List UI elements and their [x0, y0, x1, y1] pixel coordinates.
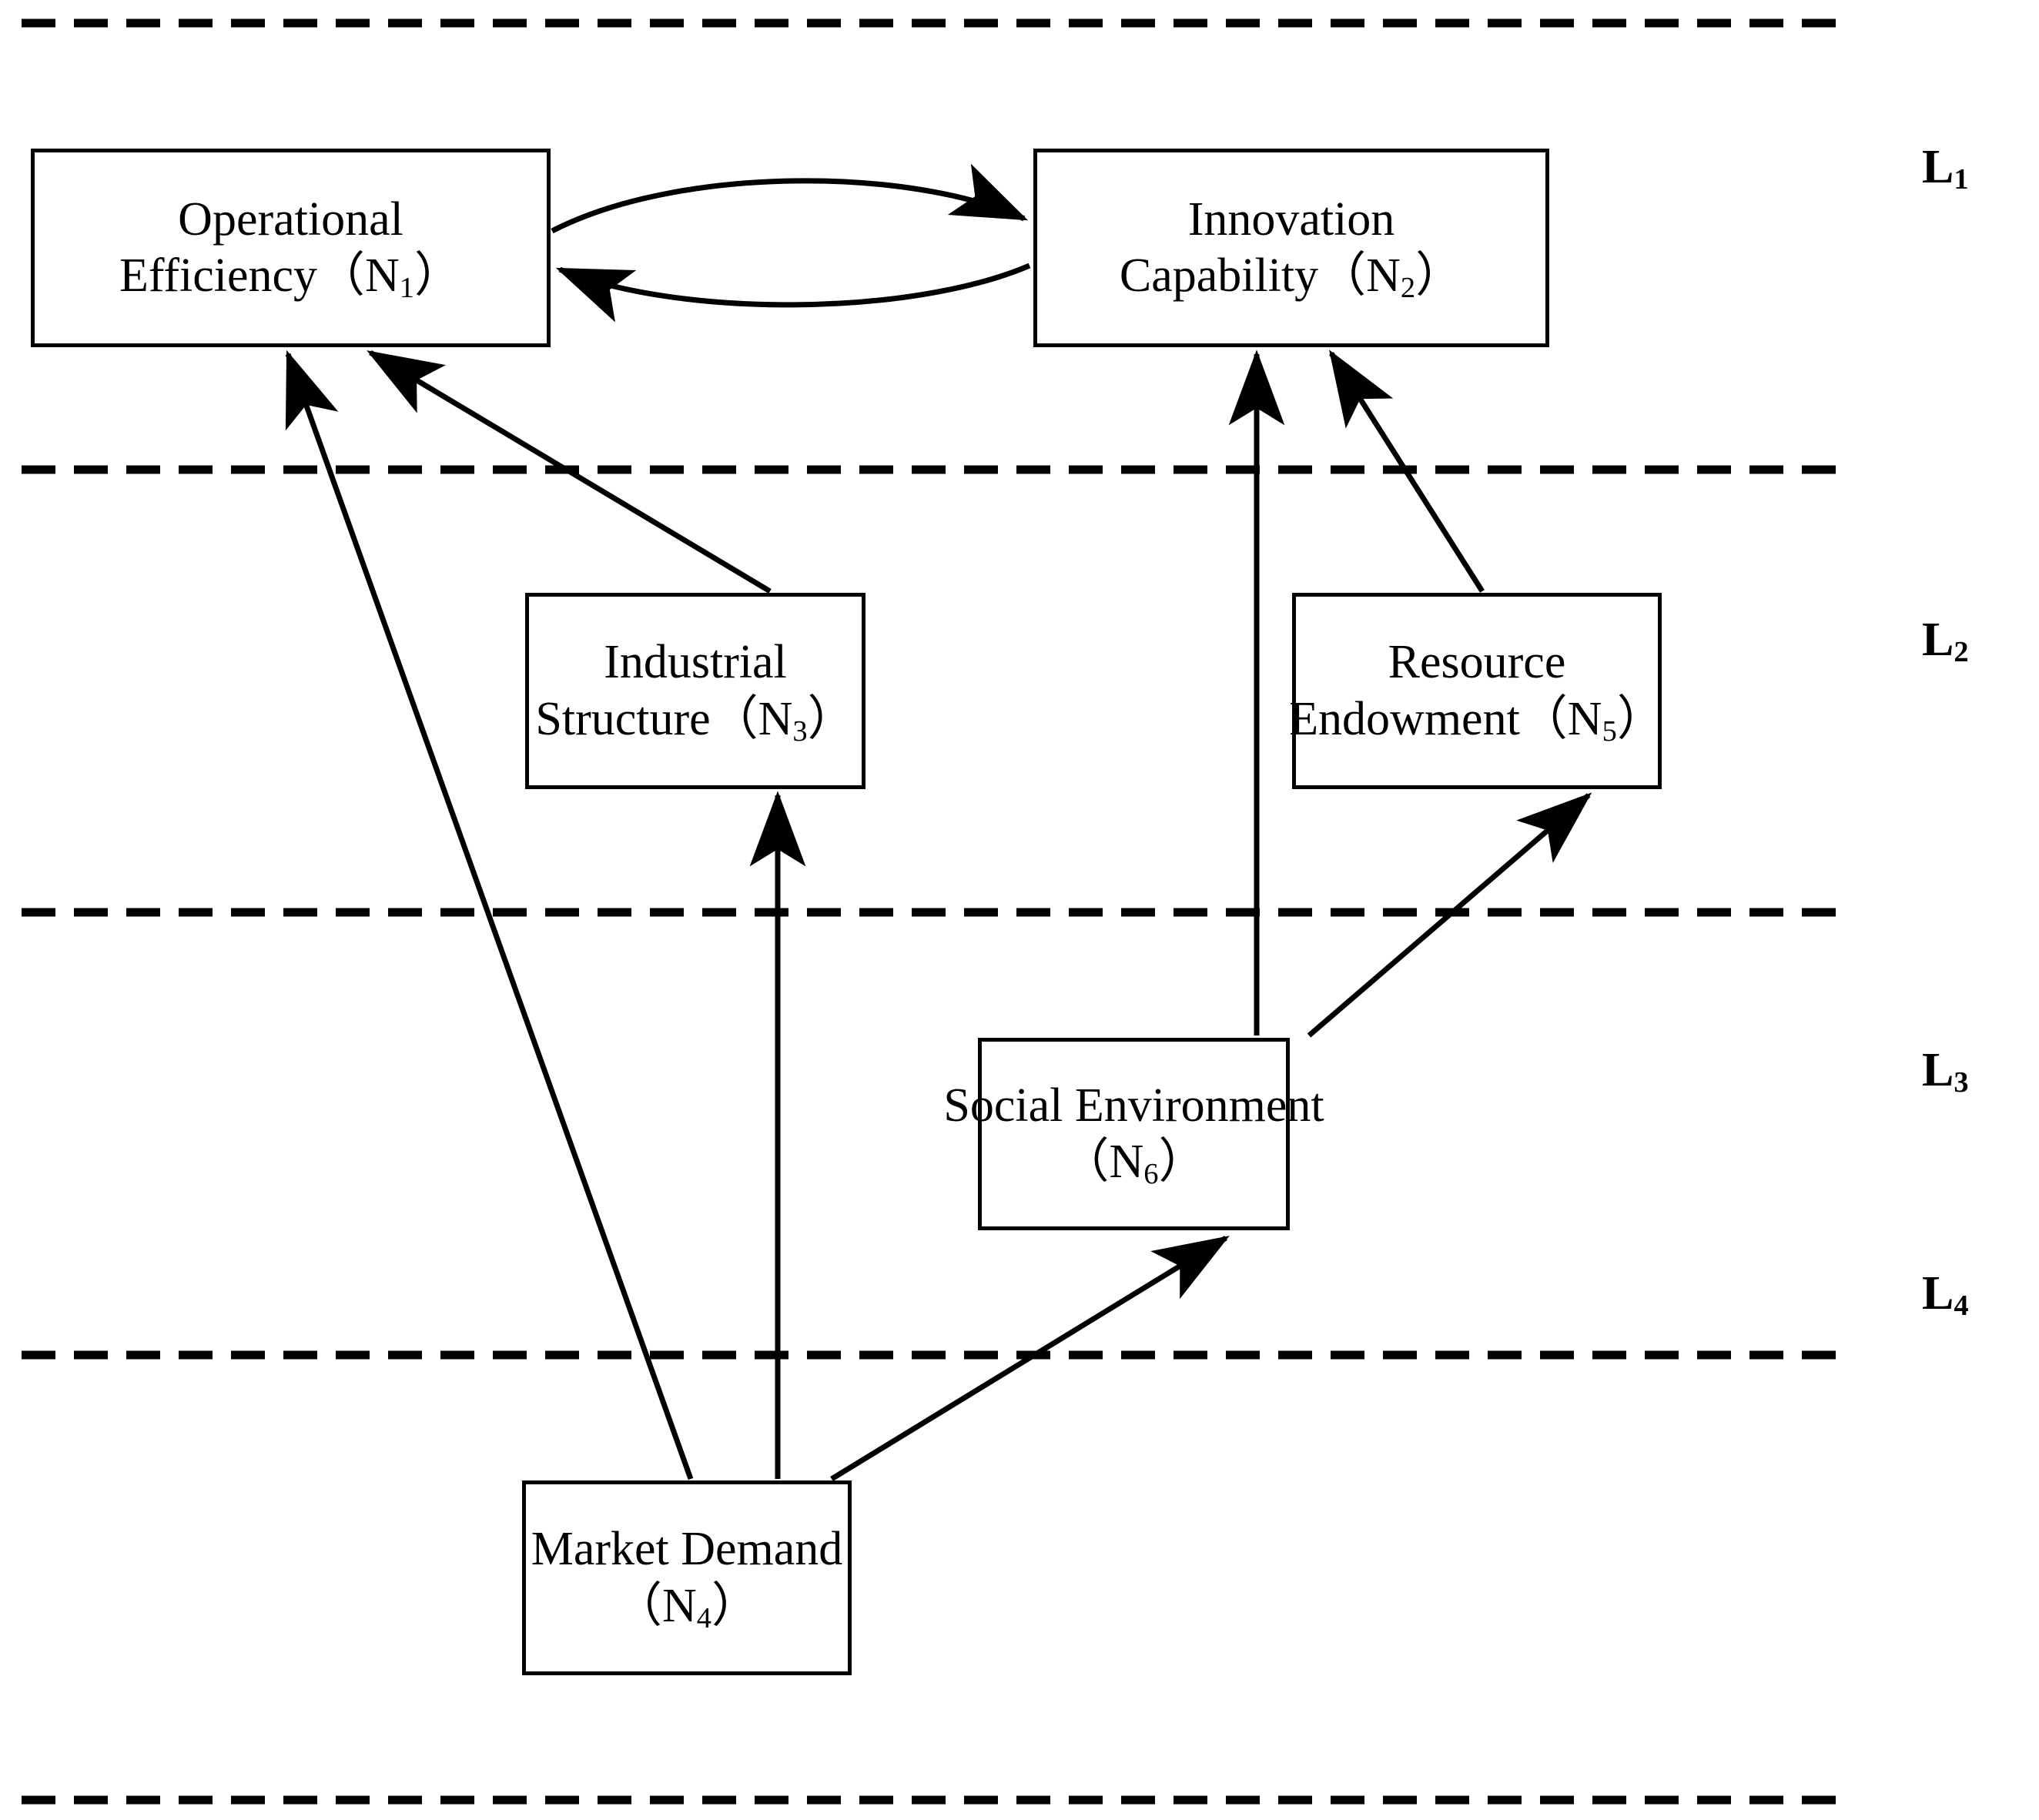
node-label-line1: Social Environment	[943, 1079, 1324, 1132]
node-market-demand[interactable]: Market Demand （N4）	[522, 1480, 852, 1675]
node-label-line1: Resource	[1388, 636, 1566, 689]
node-social-environment[interactable]: Social Environment （N6）	[943, 1038, 1324, 1230]
node-label-line1: Innovation	[1187, 192, 1395, 246]
node-label-line2: Endowment（N5）	[1289, 692, 1665, 748]
node-label-line2: Structure（N3）	[535, 692, 855, 748]
level-label-l2: L2	[1922, 614, 1969, 669]
level-label-l3: L3	[1922, 1044, 1969, 1099]
node-innovation-capability[interactable]: Innovation Capability（N2）	[1033, 149, 1549, 347]
node-resource-endowment[interactable]: Resource Endowment（N5）	[1289, 593, 1665, 789]
level-label-l1: L1	[1922, 141, 1969, 196]
node-label-line1: Industrial	[604, 636, 787, 689]
edge-n6-to-n5	[1307, 792, 1592, 1038]
edge-n2-to-n1	[555, 263, 1031, 323]
edge-n3-to-n1	[367, 350, 772, 594]
node-label-line2: Capability（N2）	[1119, 249, 1464, 305]
edge-n4-to-n1	[285, 350, 694, 1480]
node-industrial-structure[interactable]: Industrial Structure（N3）	[525, 593, 865, 789]
node-label-line2: Efficiency（N1）	[119, 249, 463, 305]
edge-n1-to-n2	[551, 163, 1029, 234]
node-label-line2: （N6）	[1061, 1136, 1207, 1191]
edge-n5-to-n2	[1329, 350, 1485, 593]
level-label-l4: L4	[1922, 1267, 1969, 1323]
node-operational-efficiency[interactable]: Operational Efficiency（N1）	[31, 149, 551, 347]
node-label-line2: （N4）	[614, 1579, 759, 1634]
node-label-line1: Operational	[178, 192, 403, 246]
node-label-line1: Market Demand	[531, 1523, 843, 1576]
edge-n4-to-n6	[830, 1236, 1230, 1481]
